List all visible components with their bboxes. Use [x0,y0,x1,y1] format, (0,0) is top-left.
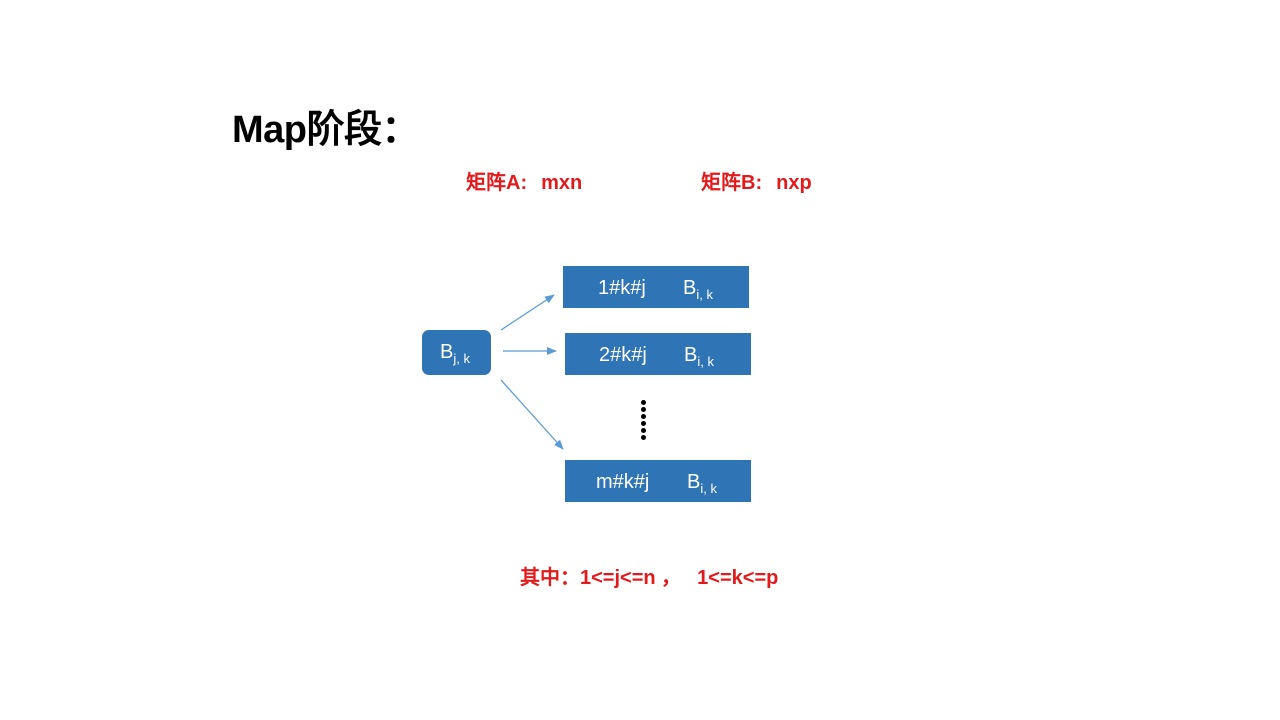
matrix-b-name: 矩阵B: [701,172,763,194]
note-condition-j: 1<=j<=n ， [580,567,682,589]
record-value: Bi, k [684,344,714,369]
vertical-ellipsis [641,400,649,442]
record-box: 1#k#j Bi, k [563,266,749,308]
matrix-a-dims: mxn [541,172,583,194]
source-element-box: Bj, k [422,330,491,375]
arrow-to-record-1 [500,294,555,331]
matrix-b-label: 矩阵B: nxp [701,166,812,195]
note-condition-k: 1<=k<=p [697,567,779,589]
source-element-symbol: Bj, k [440,341,470,366]
record-box: m#k#j Bi, k [565,460,751,502]
matrix-b-dims: nxp [776,172,812,194]
matrix-a-name: 矩阵A: [466,172,528,194]
record-key: 1#k#j [598,277,646,299]
record-key: m#k#j [596,471,650,493]
record-value: Bi, k [683,277,713,302]
record-key: 2#k#j [599,344,647,366]
matrix-a-label: 矩阵A: mxn [466,166,582,195]
range-note: 其中：1<=j<=n ， 1<=k<=p [520,561,778,590]
note-prefix: 其中： [520,567,580,589]
record-box: 2#k#j Bi, k [565,333,751,375]
page-title: Map阶段： [232,109,420,151]
record-value: Bi, k [687,471,717,496]
arrow-to-record-m [500,379,564,450]
